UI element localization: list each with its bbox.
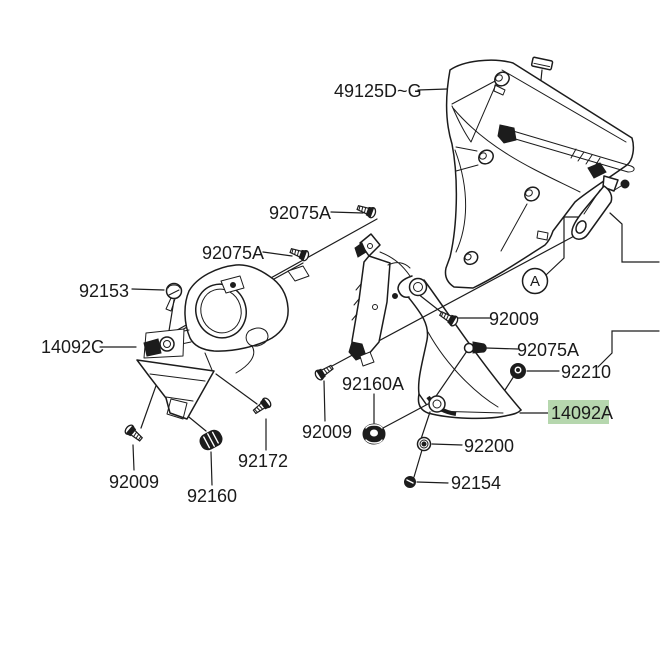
part-label-92160[interactable]: 92160 bbox=[187, 486, 237, 506]
washer-92200 bbox=[416, 436, 432, 452]
windshield-clip bbox=[530, 56, 554, 71]
part-label-92154[interactable]: 92154 bbox=[451, 473, 501, 493]
part-label-92075a-top[interactable]: 92075A bbox=[269, 203, 331, 223]
fairing-shroud-drawing bbox=[444, 56, 635, 289]
rivet-92075a-right bbox=[463, 341, 487, 354]
fairing-boss-top bbox=[493, 71, 510, 96]
plate-bracket-drawing bbox=[348, 233, 398, 367]
part-label-92009-right[interactable]: 92009 bbox=[489, 309, 539, 329]
lower-cowl-drawing bbox=[379, 251, 522, 420]
fasteners bbox=[122, 202, 526, 488]
bolt-92154 bbox=[404, 476, 416, 488]
part-label-92200[interactable]: 92200 bbox=[464, 436, 514, 456]
part-label-92153[interactable]: 92153 bbox=[79, 281, 129, 301]
screw-92153 bbox=[165, 282, 183, 312]
detail-marker-a-label: A bbox=[530, 273, 540, 290]
screw-92009-right bbox=[437, 308, 460, 328]
screw-92075a-top bbox=[355, 202, 378, 220]
screw-92009-mid bbox=[313, 362, 336, 382]
fairing-boss-left bbox=[455, 146, 494, 172]
screw-92075a-mid bbox=[288, 245, 311, 263]
part-label-14092c[interactable]: 14092C bbox=[41, 337, 104, 357]
part-label-92210[interactable]: 92210 bbox=[561, 362, 611, 382]
fairing-boss-center bbox=[524, 186, 540, 202]
part-label-49125d-g[interactable]: 49125D~G bbox=[334, 81, 422, 101]
grommet-92160a bbox=[362, 423, 386, 445]
part-label-14092a-selected[interactable]: 14092A bbox=[551, 403, 613, 423]
part-label-92009-mid[interactable]: 92009 bbox=[302, 422, 352, 442]
damper-92160 bbox=[199, 429, 223, 451]
screw-92172 bbox=[250, 395, 274, 417]
detail-marker-a: A bbox=[521, 267, 549, 295]
highlight-selected-part bbox=[548, 400, 609, 424]
bracket-arm-drawing bbox=[571, 162, 630, 240]
part-label-92075a-right[interactable]: 92075A bbox=[517, 340, 579, 360]
fairing-boss-bottom bbox=[463, 250, 479, 266]
part-label-92075a-mid[interactable]: 92075A bbox=[202, 243, 264, 263]
part-label-92172[interactable]: 92172 bbox=[238, 451, 288, 471]
nut-92210 bbox=[510, 363, 526, 379]
part-label-92009-left[interactable]: 92009 bbox=[109, 472, 159, 492]
inner-cover-drawing bbox=[136, 264, 310, 420]
part-label-92160a[interactable]: 92160A bbox=[342, 374, 404, 394]
